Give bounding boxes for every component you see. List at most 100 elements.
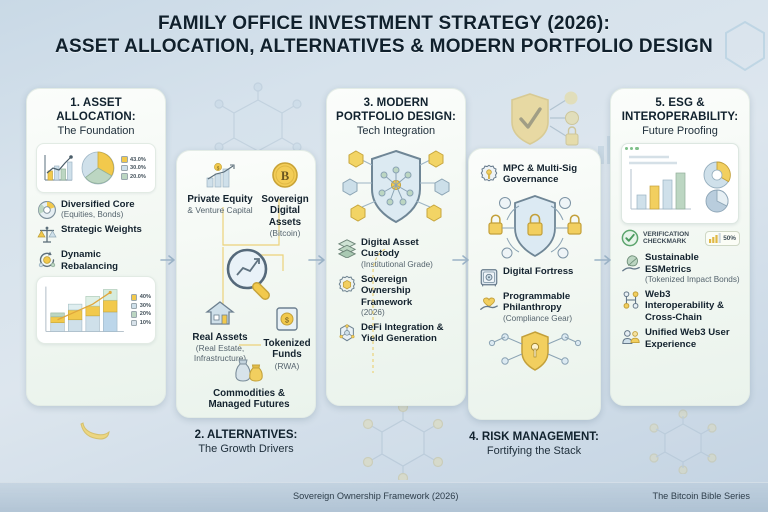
list-item-strategic-weights[interactable]: Strategic Weights: [37, 224, 157, 245]
item-label: Sovereign Ownership Framework: [361, 273, 413, 308]
allocation-pie-chart: [81, 151, 115, 185]
list-item-digital-asset-custody[interactable]: Digital Asset Custody (Institutional Gra…: [337, 237, 457, 270]
panel-esg-interoperability[interactable]: 5. ESG & INTEROPERABILITY: Future Proofi…: [610, 88, 750, 406]
legend-swatch: [130, 311, 138, 318]
alternatives-grid: $ Private Equity & Venture Capital B Sov…: [183, 159, 311, 411]
item-commodities[interactable]: Commodities & Managed Futures: [195, 355, 303, 411]
badge-value: 50%: [723, 234, 736, 242]
legend-label: 10%: [139, 319, 151, 326]
window-dot: [625, 147, 629, 151]
item-tokenized-funds[interactable]: $ Tokenized Funds (RWA): [259, 305, 315, 371]
stacked-bar-chart: [45, 286, 124, 333]
list-item-diversified-core[interactable]: Diversified Core (Equities, Bonds): [37, 199, 157, 220]
panel-alternatives[interactable]: $ Private Equity & Venture Capital B Sov…: [176, 150, 316, 418]
esg-dashboard-chart: [629, 155, 731, 213]
list-item-defi-integration[interactable]: DeFi Integration & Yield Generation: [337, 322, 457, 345]
legend-item: 10%: [130, 319, 151, 327]
progress-badge: 50%: [705, 230, 740, 246]
item-sub: (Bitcoin): [269, 228, 301, 239]
list-item-programmable-philanthropy[interactable]: Programmable Philanthropy (Compliance Ge…: [479, 291, 592, 324]
node-link-icon: [623, 291, 639, 309]
col3-header: 3. MODERN PORTFOLIO DESIGN: Tech Integra…: [333, 97, 459, 138]
caption-risk-management: 4. RISK MANAGEMENT: Fortifying the Stack: [459, 430, 609, 458]
item-real-assets[interactable]: Real Assets (Real Estate, Infrastructure…: [183, 299, 257, 363]
list-item-unified-web3-ux[interactable]: Unified Web3 User Experience: [621, 327, 741, 350]
shield-key-network-icon: [488, 330, 581, 371]
allocation-legend: 43.0% 30.0% 20.0%: [121, 156, 146, 180]
panel-risk-management[interactable]: MPC & Multi-Sig Governance Digit: [468, 148, 601, 420]
item-text: Dynamic Rebalancing: [61, 249, 157, 272]
item-label: Programmable Philanthropy: [503, 290, 571, 314]
item-text: Diversified Core (Equities, Bonds): [61, 199, 157, 220]
magnifier-growth-icon: [226, 248, 270, 300]
bg-hexnet-bottom-right: [649, 409, 717, 474]
legend-item: 40%: [130, 294, 151, 301]
item-text: MPC & Multi-Sig Governance: [503, 163, 592, 186]
item-label: Unified Web3 User Experience: [645, 327, 730, 350]
svg-text:$: $: [285, 318, 289, 325]
item-text: Digital Fortress: [503, 266, 592, 277]
col3-number-title: 3. MODERN PORTFOLIO DESIGN:: [336, 97, 456, 123]
col4-subtitle: Fortifying the Stack: [486, 445, 582, 457]
list-item-sustainable-esmetrics[interactable]: Sustainable ESMetrics (Tokenized Impact …: [621, 252, 741, 285]
panel-asset-allocation[interactable]: 1. ASSET ALLOCATION: The Foundation 43.0…: [26, 88, 166, 406]
col5-subtitle: Future Proofing: [642, 125, 718, 137]
item-text: Sustainable ESMetrics (Tokenized Impact …: [645, 252, 741, 285]
legend-item: 20.0%: [121, 173, 146, 180]
page-title: FAMILY OFFICE INVESTMENT STRATEGY (2026)…: [0, 12, 768, 59]
legend-item: 30.0%: [121, 164, 146, 172]
verification-line-2: CHECKMARK: [643, 238, 687, 246]
item-sub: (RWA): [274, 360, 300, 371]
item-label: Tokenized Funds: [263, 338, 311, 361]
list-item-dynamic-rebalancing[interactable]: Dynamic Rebalancing: [37, 249, 157, 272]
item-label: Commodities & Managed Futures: [208, 388, 290, 411]
bitcoin-coin-icon: B: [272, 162, 298, 188]
item-label: Strategic Weights: [61, 224, 142, 236]
item-label: Web3 Interoperability & Cross-Chain: [645, 289, 724, 323]
legend-item: 20%: [130, 311, 151, 318]
legend-swatch: [130, 319, 138, 327]
svg-text:$: $: [217, 165, 220, 170]
item-label: Digital Fortress: [503, 265, 574, 277]
bar-growth-icon: [44, 155, 73, 181]
item-private-equity[interactable]: $ Private Equity & Venture Capital: [185, 163, 255, 215]
item-sovereign-digital-assets[interactable]: B Sovereign Digital Assets (Bitcoin): [255, 161, 315, 238]
panel-modern-portfolio-design[interactable]: 3. MODERN PORTFOLIO DESIGN: Tech Integra…: [326, 88, 466, 406]
item-label: Private Equity: [187, 194, 253, 205]
legend-swatch: [121, 173, 128, 180]
defi-network-icon: [339, 324, 355, 342]
commodity-bags-icon: [235, 359, 263, 382]
arrow-col3-to-col4: [452, 255, 469, 265]
users-icon: [622, 330, 640, 345]
window-dot: [630, 147, 634, 151]
item-sub: (Equities, Bonds): [61, 210, 124, 220]
shield-locks-network-icon: [487, 194, 582, 259]
list-item-web3-interoperability[interactable]: Web3 Interoperability & Cross-Chain: [621, 289, 741, 323]
dashboard-titlebar: [625, 147, 735, 151]
layered-block-icon: [337, 239, 357, 258]
leaf-hand-icon: [622, 255, 640, 272]
list-item-mpc-governance[interactable]: MPC & Multi-Sig Governance: [479, 163, 592, 186]
item-label: DeFi Integration & Yield Generation: [361, 322, 444, 345]
col3-subtitle: Tech Integration: [356, 125, 436, 137]
bg-banana-decor: [80, 422, 110, 440]
col3-connector-line: [372, 249, 386, 373]
item-text: Programmable Philanthropy (Compliance Ge…: [503, 291, 592, 324]
bg-shield-lock-icon: [511, 91, 579, 146]
gear-cube-icon: [338, 275, 356, 293]
legend-swatch: [130, 302, 138, 310]
list-item-digital-fortress[interactable]: Digital Fortress: [479, 266, 592, 287]
rebalancing-legend: 40% 30% 20% 10%: [130, 294, 151, 327]
list-item-sovereign-ownership-framework[interactable]: Sovereign Ownership Framework (2026): [337, 274, 457, 318]
legend-label: 20.0%: [130, 173, 146, 180]
window-dot: [635, 147, 639, 151]
legend-label: 20%: [139, 311, 151, 318]
item-label: Sustainable ESMetrics: [645, 252, 699, 275]
heart-hand-icon: [480, 297, 498, 310]
bg-hexnet-bottom-center: [362, 401, 444, 480]
bg-hexnet-top-left: [214, 82, 302, 158]
item-text: DeFi Integration & Yield Generation: [361, 322, 457, 345]
legend-swatch: [121, 164, 128, 172]
house-icon: [205, 301, 235, 325]
caption-alternatives: 2. ALTERNATIVES: The Growth Drivers: [171, 428, 321, 456]
